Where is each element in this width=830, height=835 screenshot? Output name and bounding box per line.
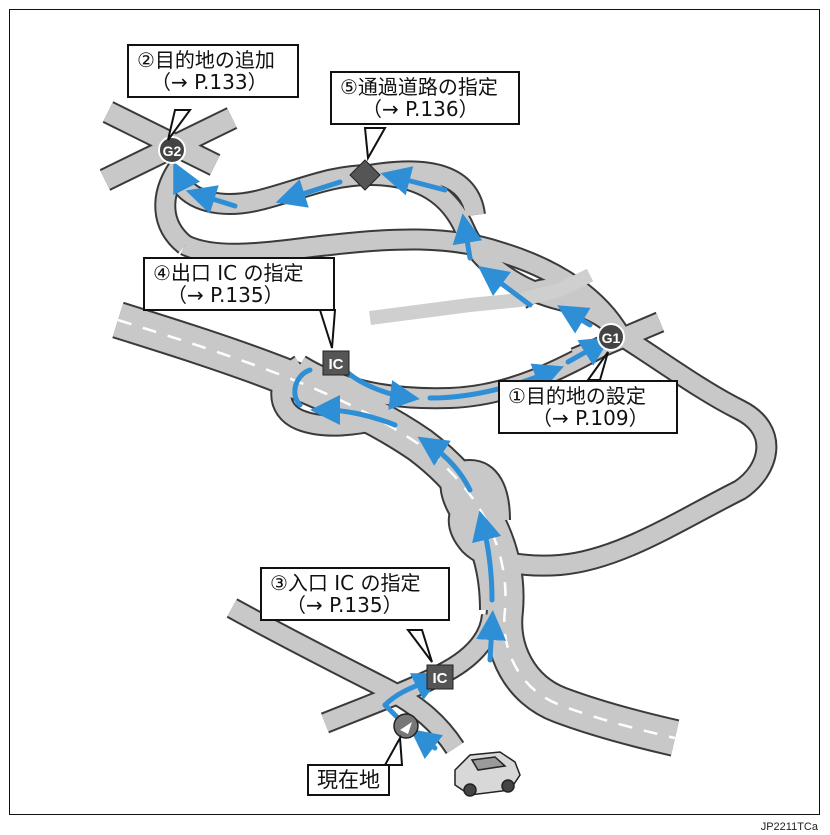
- ic-icon: IC: [322, 350, 350, 376]
- svg-text:G2: G2: [163, 143, 182, 159]
- goal-g1-icon: G1: [597, 323, 625, 351]
- goal-g2-icon: G2: [158, 136, 186, 164]
- figure-id: JP2211TCa: [760, 821, 818, 833]
- waypoint-diamond-icon: [349, 159, 381, 191]
- callout-entrance-ic: ③入口 IC の指定 （→ P.135）: [260, 567, 450, 621]
- callout-line-1: ①目的地の設定: [508, 384, 646, 408]
- callout-pointers: [167, 109, 609, 766]
- callout-line-2: （→ P.136）: [362, 97, 479, 121]
- callout-line-1: ③入口 IC の指定: [270, 571, 421, 595]
- current-position-icon: [393, 713, 419, 739]
- svg-text:IC: IC: [433, 670, 448, 687]
- callout-destination-add: ②目的地の追加 （→ P.133）: [127, 44, 299, 98]
- callout-line-1: ④出口 IC の指定: [153, 261, 304, 285]
- callout-line-2: （→ P.135）: [286, 593, 403, 617]
- svg-text:G1: G1: [602, 330, 621, 346]
- svg-text:IC: IC: [329, 356, 344, 373]
- callout-exit-ic: ④出口 IC の指定 （→ P.135）: [143, 257, 335, 311]
- callout-current-position: 現在地: [307, 764, 390, 796]
- callout-line-2: （→ P.135）: [167, 283, 284, 307]
- callout-destination-set: ①目的地の設定 （→ P.109）: [498, 380, 678, 434]
- expressway-centerline: [117, 318, 676, 740]
- ic-icon: IC: [426, 664, 454, 690]
- callout-line-1: ②目的地の追加: [137, 48, 275, 72]
- callout-line-1: ⑤通過道路の指定: [340, 75, 498, 99]
- callout-line-2: （→ P.133）: [151, 70, 268, 94]
- route-path: [173, 161, 611, 760]
- callout-via-road: ⑤通過道路の指定 （→ P.136）: [330, 71, 520, 125]
- roads-fill: [100, 103, 776, 755]
- current-position-label: 現在地: [317, 768, 380, 792]
- car-icon: [454, 751, 521, 797]
- callout-line-2: （→ P.109）: [532, 406, 649, 430]
